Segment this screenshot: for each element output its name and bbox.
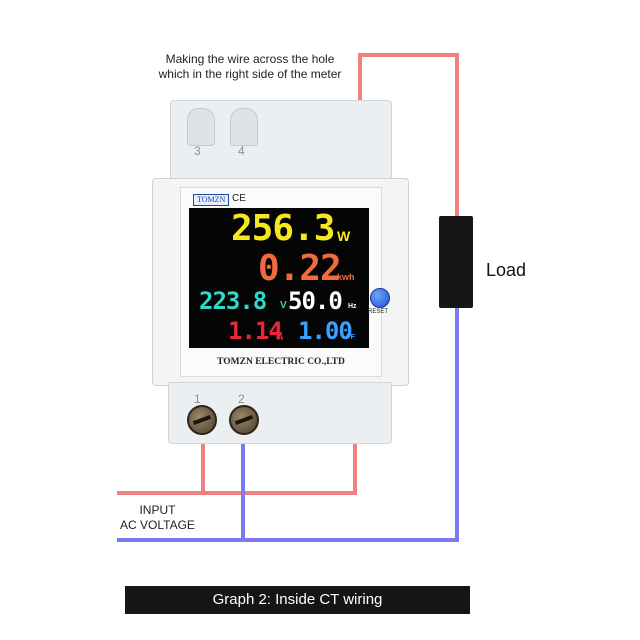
brand-logo: TOMZN: [193, 194, 230, 206]
power-unit: W: [337, 228, 351, 244]
terminal-screw-2: [229, 405, 259, 435]
voltage-unit: V: [280, 300, 287, 311]
frequency-value: 50.0: [288, 287, 343, 315]
load-block: [439, 216, 473, 308]
terminal-number-1: 1: [194, 392, 201, 406]
terminal-hole-4: [230, 108, 258, 146]
ce-mark: CE: [232, 193, 246, 204]
terminal-hole-3: [187, 108, 215, 146]
neutral-wire: [117, 306, 459, 542]
caption-bar: Graph 2: Inside CT wiring: [125, 586, 470, 614]
company-name: TOMZN ELECTRIC CO.,LTD: [217, 357, 345, 367]
reset-button[interactable]: [370, 288, 390, 308]
wiring-instruction: Making the wire across the hole which in…: [130, 52, 370, 82]
frequency-unit: Hz: [348, 303, 357, 310]
pf-unit: PF: [346, 334, 355, 341]
terminal-number-4: 4: [238, 144, 245, 158]
terminal-screw-1: [187, 405, 217, 435]
input-label-line-1: INPUT: [139, 503, 176, 517]
terminal-number-2: 2: [238, 392, 245, 406]
instruction-line-1: Making the wire across the hole: [165, 52, 335, 66]
input-label-line-2: AC VOLTAGE: [120, 518, 195, 532]
power-value: 256.3: [231, 208, 335, 249]
load-label: Load: [486, 260, 527, 280]
energy-value: 0.22: [258, 248, 342, 289]
current-value: 1.14: [228, 317, 283, 345]
current-unit: A: [277, 332, 284, 342]
pf-value: 1.00: [298, 317, 353, 345]
input-label: INPUT AC VOLTAGE: [120, 503, 195, 533]
voltage-value: 223.8: [199, 287, 267, 315]
reset-label: RESET: [368, 309, 389, 315]
meter-display: [189, 208, 369, 348]
live-wire-bottom: [117, 440, 357, 495]
live-wire-top: [358, 53, 459, 218]
terminal-number-3: 3: [194, 144, 201, 158]
instruction-line-2: which in the right side of the meter: [158, 67, 342, 81]
energy-unit: kwh: [337, 272, 355, 282]
